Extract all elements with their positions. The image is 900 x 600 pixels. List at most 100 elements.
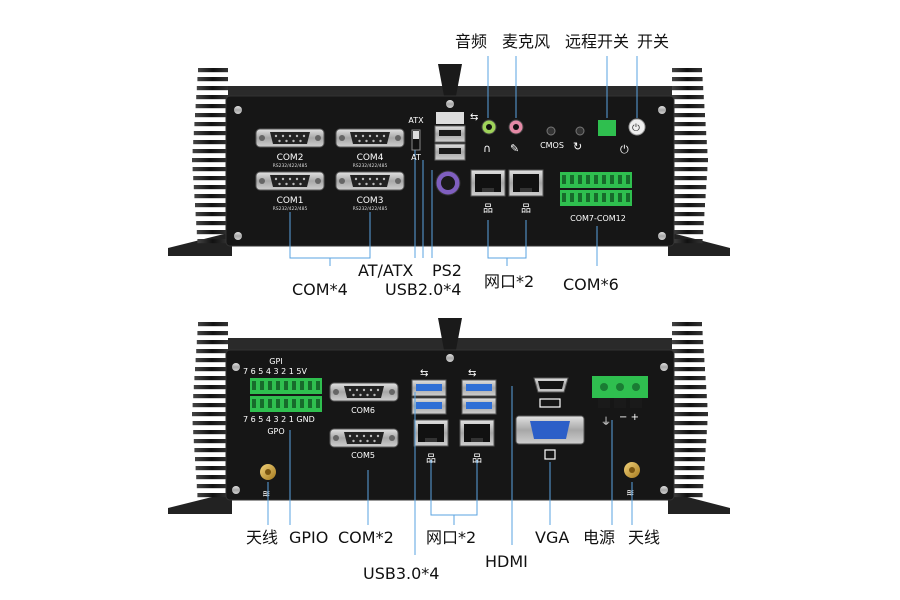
usb-icon: ⇆ — [470, 112, 478, 123]
fin — [194, 448, 228, 453]
fin — [672, 167, 708, 172]
remote-switch-terminal[interactable] — [598, 120, 616, 136]
screw — [660, 486, 668, 494]
fin — [672, 385, 707, 390]
network-icon: 品 — [521, 203, 531, 215]
cmos-button[interactable] — [546, 126, 556, 136]
fin — [196, 349, 228, 354]
callout-antenna-right: 天线 — [628, 528, 661, 547]
vga-port[interactable] — [515, 415, 585, 445]
power-polarity-label: − + — [619, 412, 639, 423]
wifi-icon: ≋ — [626, 488, 634, 499]
serial-port[interactable] — [350, 175, 390, 187]
fin — [672, 367, 705, 372]
fin — [672, 331, 703, 336]
fin — [196, 86, 228, 91]
screw — [660, 363, 668, 371]
gpi-label: GPI — [269, 357, 283, 366]
usb20-ports: ⇆ — [434, 112, 478, 161]
com3-label: COM3 — [356, 196, 384, 206]
top-foot-right — [668, 232, 730, 256]
fin — [193, 131, 228, 136]
top-device: ⇆ 品品 ∩ ✎ ↻ ⏻ ⏻ — [168, 56, 730, 266]
at-label: AT — [411, 153, 421, 162]
usb-icon: ⇆ — [420, 368, 428, 379]
power-symbol-icon: ⏻ — [620, 143, 629, 156]
fin — [195, 367, 228, 372]
fin — [195, 358, 228, 363]
fin — [194, 122, 228, 127]
callout-com2: COM*2 — [338, 528, 394, 547]
callout-mic: 麦克风 — [502, 32, 551, 51]
gpi-pins-label: 7 6 5 4 3 2 1 5V — [243, 367, 307, 376]
fin — [197, 331, 228, 336]
fin — [196, 340, 228, 345]
callout-vga: VGA — [535, 528, 570, 547]
top-serial-ports — [255, 128, 405, 191]
serial-port[interactable] — [344, 386, 384, 398]
fin — [672, 158, 708, 163]
fin — [193, 430, 228, 435]
fin — [192, 167, 228, 172]
bottom-heatsink-fins-left — [192, 322, 228, 498]
screw — [234, 232, 242, 240]
fin — [192, 421, 228, 426]
reset-button[interactable] — [575, 126, 585, 136]
network-icon: 品 — [472, 453, 482, 465]
serial-port[interactable] — [270, 175, 310, 187]
usb30-ports — [411, 379, 497, 415]
fin — [192, 149, 228, 154]
cmos-label: CMOS — [540, 141, 564, 150]
fin — [672, 221, 704, 226]
com7-com12-terminal-block[interactable] — [560, 172, 632, 206]
screw — [232, 363, 240, 371]
callout-usb30: USB3.0*4 — [363, 564, 440, 583]
microphone-icon: ✎ — [510, 142, 519, 155]
fin — [672, 104, 705, 109]
com4-label: COM4 — [356, 153, 384, 163]
fin — [672, 203, 705, 208]
fin — [195, 113, 228, 118]
com4-rs-label: RS232/422/485 — [352, 164, 388, 169]
at-atx-switch[interactable] — [411, 129, 421, 151]
usb-icon: ⇆ — [468, 368, 476, 379]
fin — [672, 230, 704, 235]
fin — [672, 358, 705, 363]
network-icon: 品 — [483, 203, 493, 215]
fin — [193, 140, 228, 145]
callout-power-switch: 开关 — [637, 32, 670, 51]
ps2-port[interactable] — [435, 170, 461, 196]
fin — [672, 430, 707, 435]
at-atx-switch-knob — [413, 131, 419, 139]
fin — [194, 376, 228, 381]
serial-port[interactable] — [344, 432, 384, 444]
gpio-terminal-block[interactable] — [250, 378, 322, 412]
fin — [196, 484, 228, 489]
fin — [198, 68, 228, 73]
fin — [196, 221, 228, 226]
serial-port[interactable] — [350, 132, 390, 144]
callout-remote-switch: 远程开关 — [565, 32, 630, 51]
fin — [672, 403, 708, 408]
power-button[interactable] — [628, 118, 646, 136]
com5-label: COM5 — [351, 451, 375, 460]
bottom-hook — [438, 318, 462, 350]
top-heatsink-fins-left — [192, 68, 228, 244]
fin — [195, 104, 228, 109]
gpo-pins-label: 7 6 5 4 3 2 1 GND — [243, 415, 315, 424]
fin — [198, 322, 228, 327]
power-terminal[interactable] — [592, 376, 648, 408]
serial-port[interactable] — [270, 132, 310, 144]
bottom-serial-ports — [329, 382, 399, 448]
fin — [672, 113, 705, 118]
fin — [195, 203, 228, 208]
fin — [672, 421, 708, 426]
fin — [672, 140, 707, 145]
bottom-lan-ports: 品品 — [413, 419, 495, 465]
hdmi-port[interactable] — [533, 377, 569, 393]
fin — [194, 194, 228, 199]
screw — [658, 106, 666, 114]
fin — [672, 484, 704, 489]
fin — [672, 340, 704, 345]
fin — [197, 77, 228, 82]
